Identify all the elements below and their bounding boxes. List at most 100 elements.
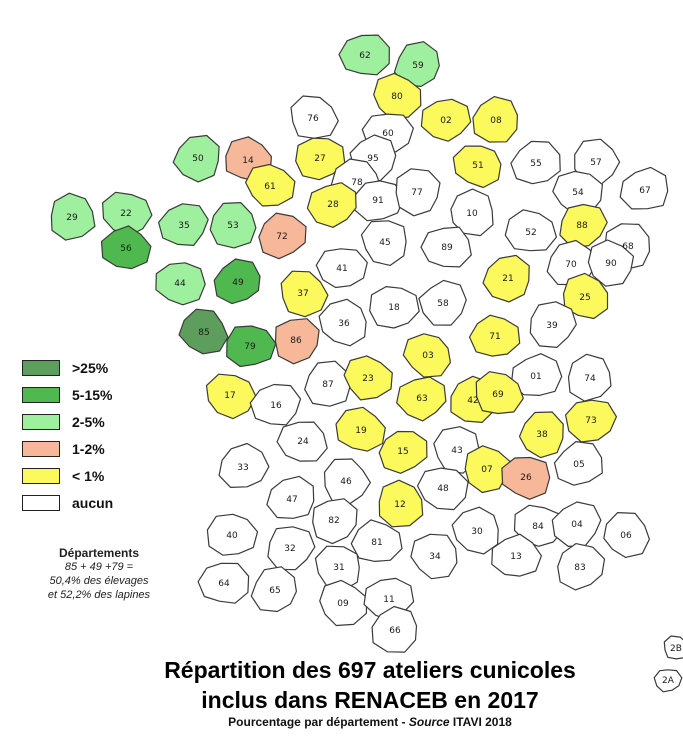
department-label-40: 40: [226, 531, 238, 541]
department-label-23: 23: [362, 374, 373, 384]
legend-item-under-1: < 1%: [22, 464, 182, 487]
department-label-41: 41: [336, 264, 347, 274]
map-title-line-2: inclus dans RENACEB en 2017: [201, 687, 539, 713]
department-72: [258, 212, 307, 260]
department-87: [304, 360, 351, 407]
department-label-05: 05: [573, 460, 584, 470]
legend-swatch-none: [22, 494, 60, 511]
department-label-29: 29: [66, 213, 78, 223]
department-label-86: 86: [290, 336, 302, 346]
department-13: [491, 533, 542, 577]
department-18: [369, 286, 420, 329]
department-label-02: 02: [440, 116, 451, 126]
department-29: [50, 192, 96, 241]
department-label-27: 27: [314, 154, 325, 164]
department-label-36: 36: [338, 319, 350, 329]
department-label-54: 54: [572, 188, 584, 198]
department-12: [378, 479, 424, 528]
department-label-52: 52: [525, 228, 536, 238]
department-label-71: 71: [489, 332, 500, 342]
department-label-13: 13: [510, 552, 521, 562]
department-06: [603, 512, 650, 558]
note-title: Départements: [58, 546, 140, 560]
department-35: [158, 203, 209, 246]
legend-item-1-2: 1-2%: [22, 437, 182, 460]
department-82: [312, 498, 358, 545]
department-label-37: 37: [297, 289, 308, 299]
subtitle-prefix: Pourcentage par département -: [228, 715, 409, 729]
department-73: [565, 399, 617, 443]
department-47: [266, 475, 315, 519]
department-40: [206, 513, 259, 556]
legend-item-over-25: >25%: [22, 356, 182, 379]
department-label-31: 31: [333, 563, 344, 573]
department-label-44: 44: [174, 279, 186, 289]
department-label-72: 72: [276, 232, 287, 242]
department-label-67: 67: [639, 186, 650, 196]
department-label-58: 58: [437, 299, 449, 309]
department-74: [567, 353, 612, 402]
department-39: [529, 301, 577, 348]
department-label-64: 64: [218, 579, 230, 589]
department-44: [155, 262, 206, 306]
department-69: [475, 371, 524, 415]
department-83: [557, 543, 606, 591]
department-71: [468, 314, 521, 357]
department-05: [553, 441, 603, 486]
department-49: [213, 258, 261, 305]
department-67: [619, 166, 669, 210]
department-56: [100, 225, 152, 270]
department-label-39: 39: [546, 321, 558, 331]
department-63: [396, 376, 447, 422]
department-2B: [663, 635, 683, 660]
department-label-34: 34: [429, 552, 441, 562]
department-2A: [653, 669, 683, 693]
department-label-66: 66: [389, 626, 401, 636]
department-label-87: 87: [322, 380, 333, 390]
map-subtitle: Pourcentage par département - Source ITA…: [90, 715, 650, 729]
department-16: [249, 383, 302, 426]
department-label-10: 10: [466, 209, 478, 219]
department-34: [410, 533, 458, 580]
note-line-2: 50,4% des élevages: [49, 575, 149, 587]
legend-item-5-15: 5-15%: [22, 383, 182, 406]
department-label-47: 47: [286, 495, 297, 505]
department-label-80: 80: [391, 92, 403, 102]
department-label-48: 48: [437, 484, 449, 494]
department-label-04: 04: [571, 520, 583, 530]
department-label-73: 73: [585, 416, 596, 426]
department-label-11: 11: [383, 595, 394, 605]
department-02: [420, 98, 472, 142]
department-45: [360, 220, 407, 266]
department-28: [306, 182, 357, 228]
legend-label: 1-2%: [72, 440, 105, 457]
department-08: [472, 96, 518, 143]
department-label-61: 61: [264, 182, 275, 192]
legend-label: 2-5%: [72, 413, 105, 430]
department-55: [510, 140, 561, 185]
department-label-82: 82: [328, 516, 339, 526]
department-51: [452, 145, 502, 189]
departments-note: Départements 85 + 49 +79 = 50,4% des éle…: [18, 546, 180, 602]
department-85: [178, 308, 229, 355]
department-label-63: 63: [416, 394, 427, 404]
department-label-01: 01: [530, 372, 541, 382]
department-52: [504, 209, 557, 252]
department-25: [562, 272, 609, 320]
legend-label: aucun: [72, 494, 114, 511]
department-label-24: 24: [297, 437, 309, 447]
department-81: [350, 519, 403, 562]
department-41: [315, 248, 368, 289]
department-label-14: 14: [242, 156, 254, 166]
department-label-16: 16: [270, 401, 282, 411]
department-77: [395, 168, 441, 217]
department-37: [280, 270, 329, 318]
department-label-51: 51: [472, 161, 483, 171]
department-label-53: 53: [227, 221, 238, 231]
department-label-83: 83: [574, 563, 585, 573]
department-label-28: 28: [327, 200, 339, 210]
department-label-60: 60: [382, 129, 394, 139]
department-84: [513, 504, 565, 547]
department-label-62: 62: [359, 51, 370, 61]
